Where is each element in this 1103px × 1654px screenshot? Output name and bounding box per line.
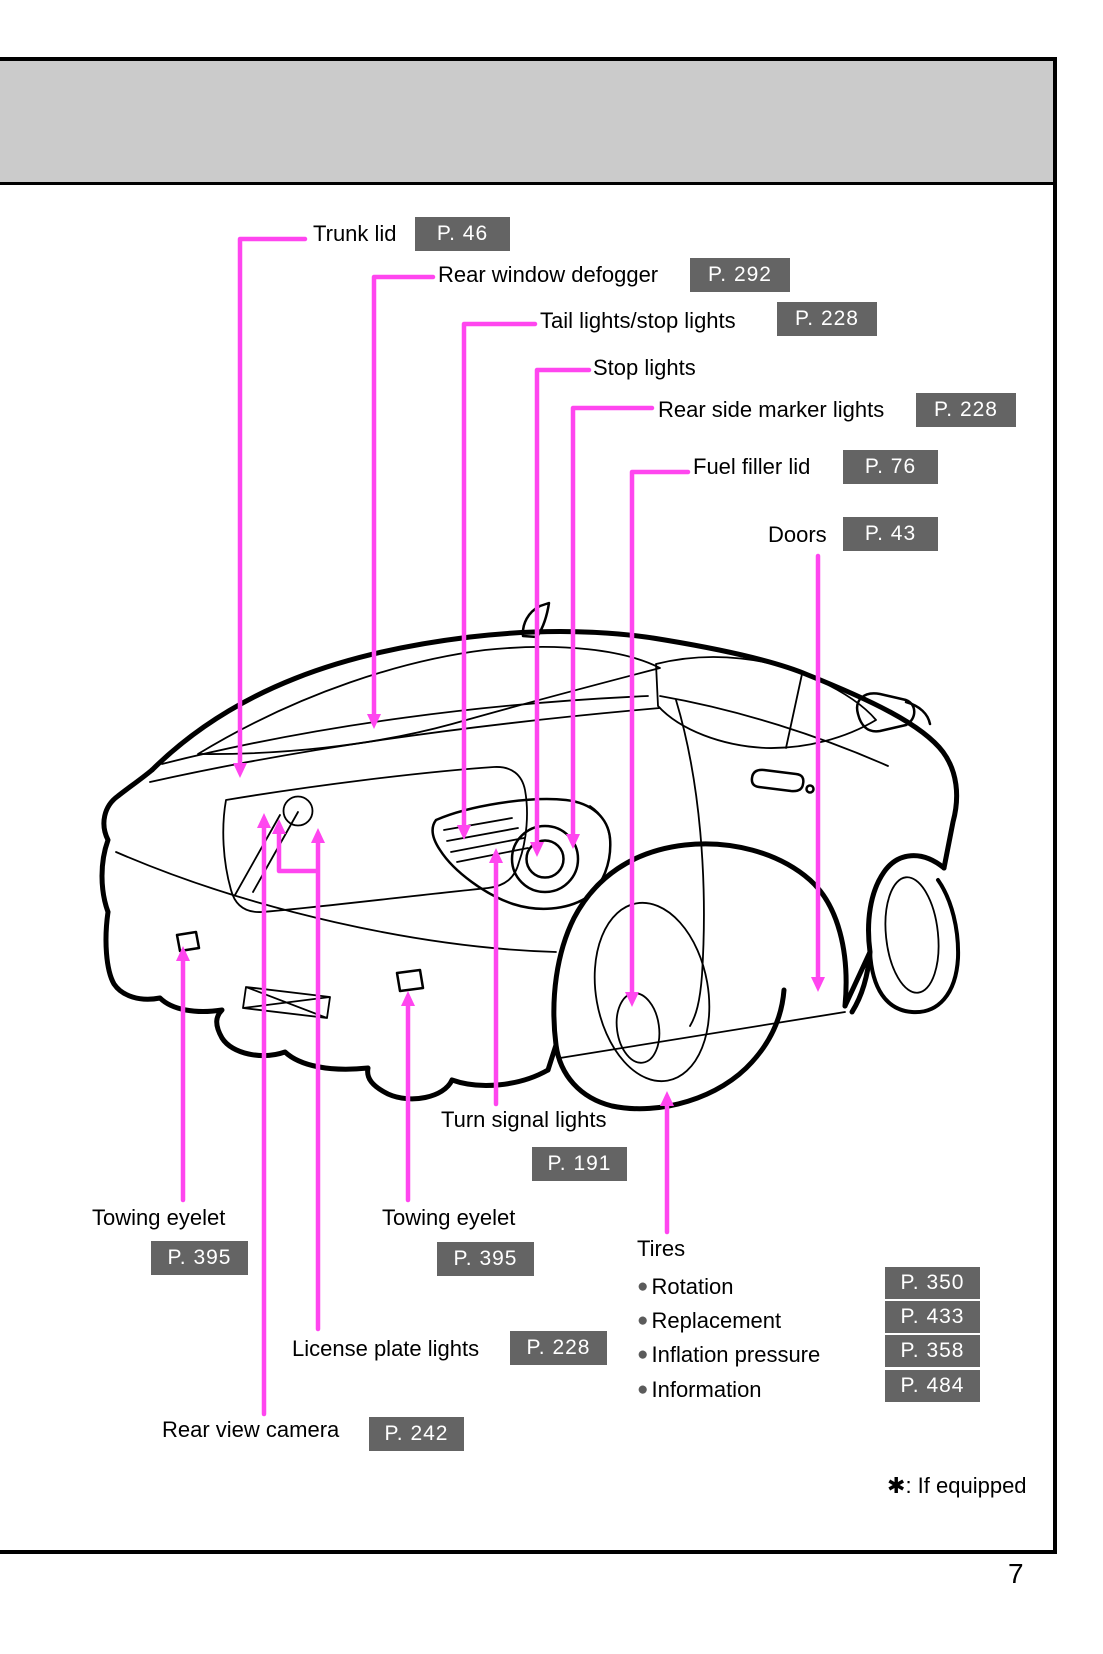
pagebox-replacement: P. 433: [885, 1301, 980, 1333]
label-doors: Doors: [768, 522, 827, 547]
leader-trunk-lid: [237, 236, 308, 767]
side-glass: [655, 656, 877, 749]
leader-arrowheads: [176, 714, 825, 1106]
mirror-stem: [904, 700, 932, 726]
pagebox-side-marker: P. 228: [916, 393, 1016, 427]
pagebox-information: P. 484: [885, 1370, 980, 1402]
tires-item-rotation: Rotation: [651, 1274, 734, 1299]
sill-line: [559, 1011, 846, 1059]
diffuser: [242, 986, 331, 1019]
label-side-marker: Rear side marker lights: [658, 397, 885, 422]
car-roofline: [149, 629, 960, 871]
asterisk-icon: ✱: [887, 1473, 906, 1498]
bullet-icon: ●: [637, 1344, 649, 1365]
content-right-border: [1053, 57, 1057, 1554]
content-bottom-border: [0, 1550, 1057, 1554]
license-recess: [222, 766, 528, 913]
pagebox-rear-defogger: P. 292: [690, 258, 790, 292]
leader-license-lights: [276, 829, 321, 1332]
antenna-fin: [521, 601, 551, 639]
tires-item-replacement: Replacement: [651, 1308, 782, 1333]
label-license-lights: License plate lights: [292, 1336, 480, 1361]
mirror: [855, 692, 916, 733]
pagebox-inflation: P. 358: [885, 1335, 980, 1367]
pagebox-rear-view-camera: P. 242: [369, 1417, 464, 1451]
tires-item-inflation: Inflation pressure: [651, 1342, 821, 1367]
label-fuel-filler: Fuel filler lid: [693, 454, 811, 479]
door-handle: [750, 768, 805, 793]
tires-title: Tires: [637, 1236, 686, 1261]
leader-side-marker: [570, 405, 655, 838]
car-front-wheel-arch: [849, 853, 947, 1015]
pagebox-license-lights: P. 228: [510, 1331, 607, 1365]
towing-cover-left: [175, 930, 201, 953]
pagebox-rotation: P. 350: [885, 1267, 980, 1299]
tail-slat-3: [450, 837, 525, 853]
car-bumper-bottom: [103, 909, 551, 1102]
bullet-icon: ●: [637, 1379, 649, 1400]
leader-tail-lights: [461, 321, 538, 829]
label-trunk-lid: Trunk lid: [313, 221, 397, 246]
pagebox-tail-lights: P. 228: [777, 302, 877, 336]
trunk-crease-1: [161, 695, 649, 765]
tail-light-ring-outer: [510, 824, 580, 894]
pagebox-doors: P. 43: [843, 517, 938, 551]
pagebox-turn-signal: P. 191: [532, 1147, 627, 1181]
car-rocker: [842, 949, 873, 1009]
label-tail-lights: Tail lights/stop lights: [540, 308, 736, 333]
bullet-icon: ●: [637, 1276, 649, 1297]
pagebox-trunk-lid: P. 46: [415, 217, 510, 251]
pagebox-fuel-filler: P. 76: [843, 450, 938, 484]
recess-hatch-1: [234, 814, 281, 896]
leader-rear-defogger: [371, 274, 436, 718]
rear-wheel-face: [593, 901, 711, 1083]
bullet-icon: ●: [637, 1310, 649, 1331]
car-front-tire: [868, 878, 961, 1015]
pagebox-towing-mid: P. 395: [437, 1242, 534, 1276]
door-keyhole: [805, 784, 815, 794]
beltline: [659, 695, 889, 767]
page-number: 7: [1008, 1558, 1024, 1589]
door-seam: [675, 699, 705, 1027]
footnote-text: : If equipped: [905, 1473, 1027, 1498]
rear-glass: [197, 646, 661, 755]
label-turn-signal: Turn signal lights: [441, 1107, 607, 1132]
leader-stop-lights: [534, 367, 592, 846]
tail-slat-4: [456, 847, 529, 863]
front-wheel-face: [884, 876, 940, 994]
tires-item-information: Information: [651, 1377, 762, 1402]
leader-fuel-filler: [629, 469, 691, 996]
label-rear-defogger: Rear window defogger: [438, 262, 659, 287]
pagebox-towing-left: P. 395: [151, 1241, 248, 1275]
tail-slat-1: [443, 817, 513, 831]
towing-cover-mid: [395, 968, 425, 993]
b-pillar: [785, 673, 803, 749]
recess-hatch-2: [252, 811, 299, 893]
tail-light-outline: [431, 797, 612, 910]
car-rear-wheel-arch: [545, 841, 849, 1073]
label-stop-lights: Stop lights: [593, 355, 696, 380]
tail-inner-edge: [589, 805, 611, 841]
car-left-edge: [99, 767, 155, 915]
tail-light-ring-inner: [525, 839, 565, 879]
label-towing-left: Towing eyelet: [92, 1205, 226, 1230]
footnote: ✱: If equipped: [887, 1473, 1027, 1499]
header-band: [0, 57, 1057, 185]
trunk-crease-2: [149, 707, 661, 783]
label-towing-mid: Towing eyelet: [382, 1205, 516, 1230]
bumper-crease: [115, 851, 557, 953]
label-rear-view-camera: Rear view camera: [162, 1417, 340, 1442]
tail-slat-2: [446, 827, 519, 842]
car-rear-tire: [553, 987, 787, 1112]
camera-housing: [282, 795, 314, 827]
fuel-lid-shape: [615, 992, 661, 1064]
